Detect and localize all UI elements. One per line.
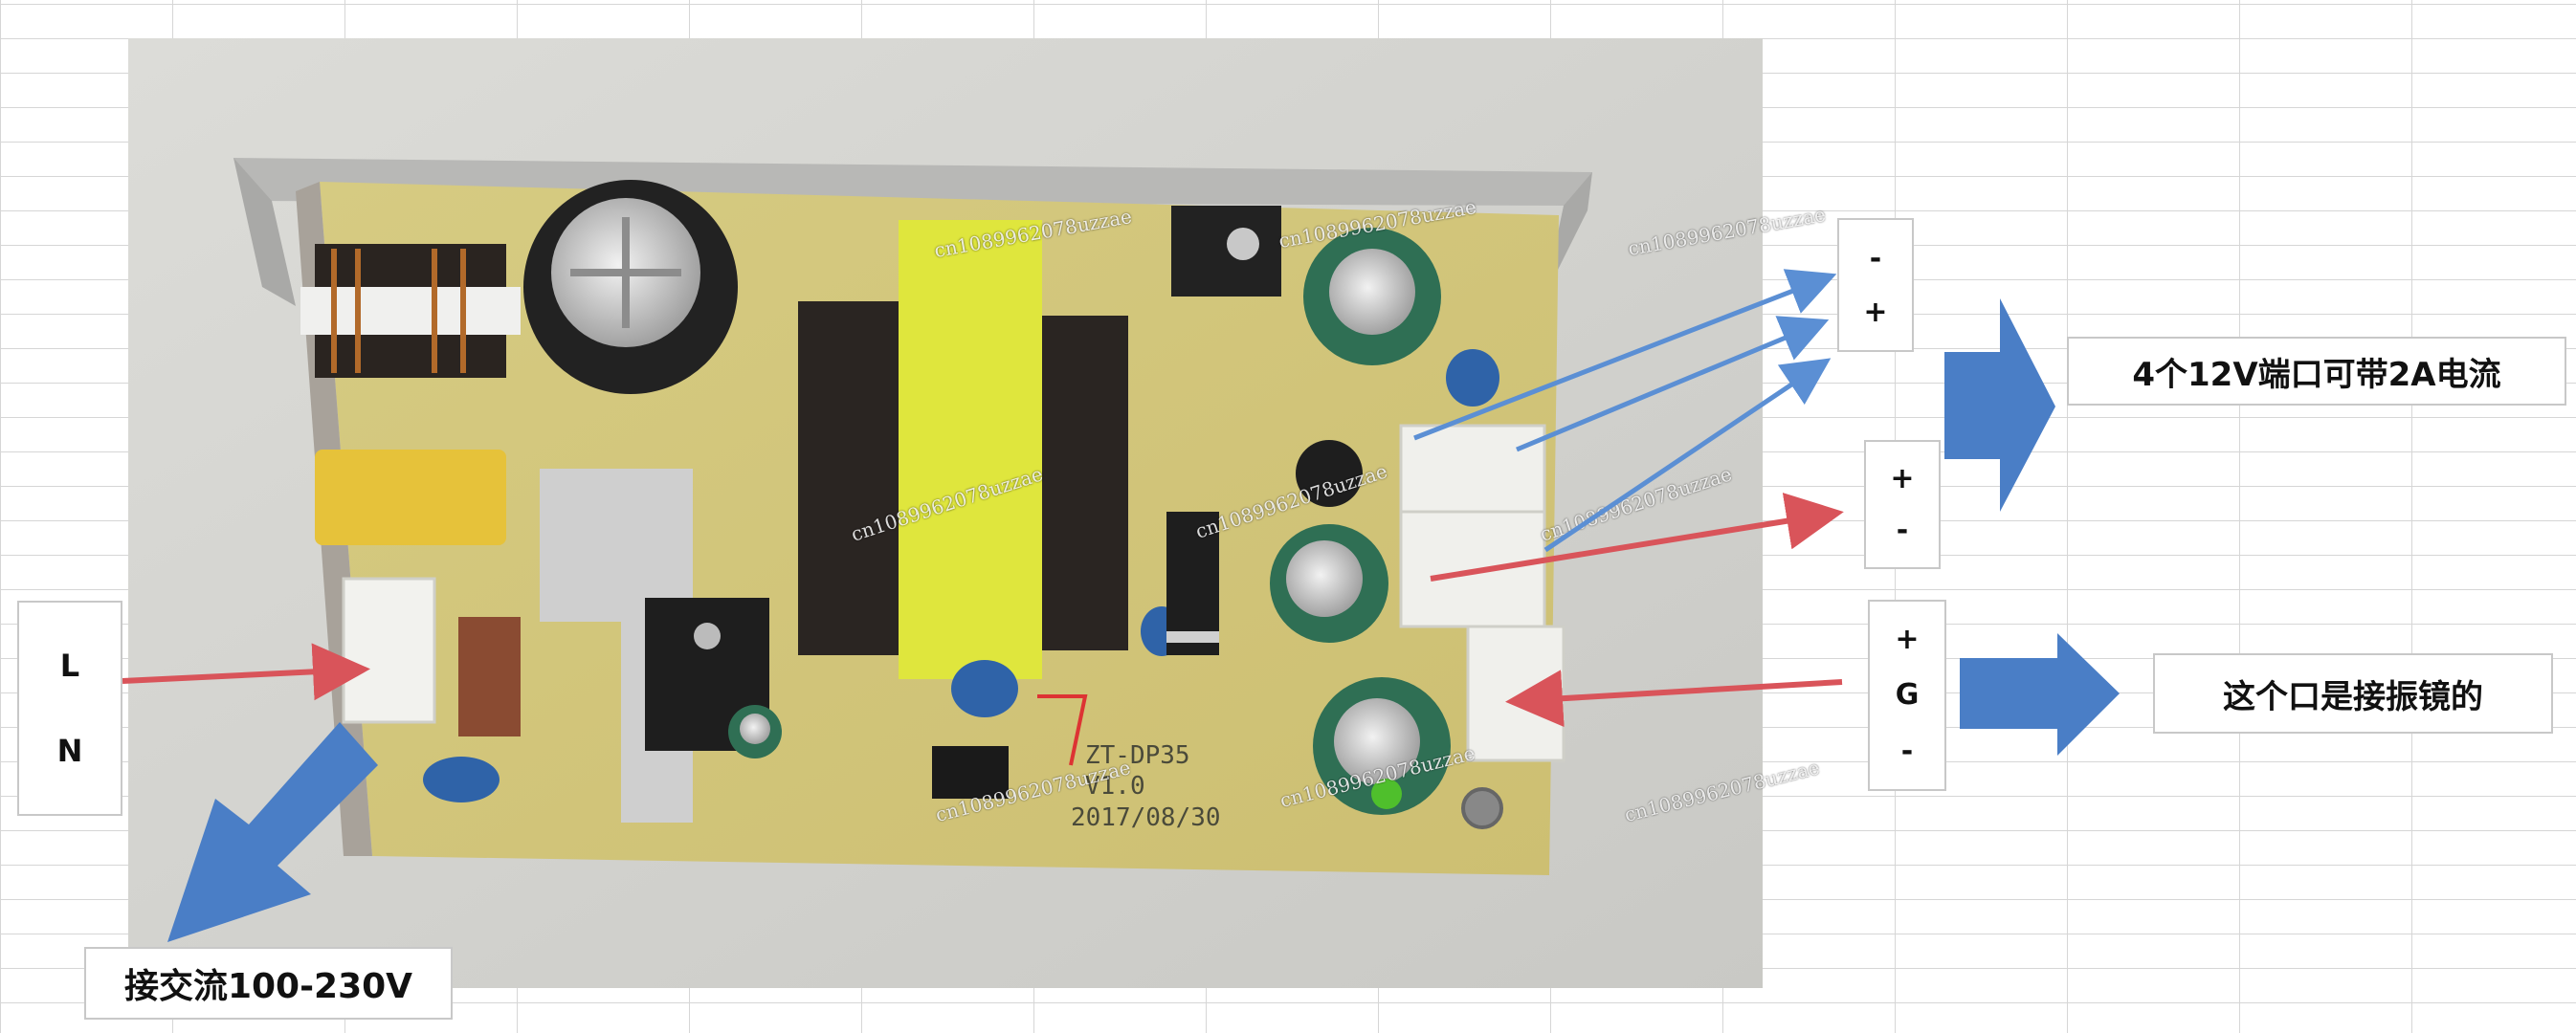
output-polarity-box-a: - + xyxy=(1837,218,1914,352)
polarity-plus-label: + xyxy=(1890,462,1915,496)
polarity-plus-label: + xyxy=(1895,622,1920,656)
big-arrow-galvo xyxy=(1960,633,2120,756)
ac-input-description: 接交流100-230V xyxy=(84,947,453,1020)
ac-terminal-label-box: L N xyxy=(17,601,122,816)
x-capacitor xyxy=(315,450,506,545)
transformer xyxy=(899,220,1042,679)
big-arrow-ac-input xyxy=(167,722,378,942)
red-arrow-port-b xyxy=(1430,493,1844,582)
blue-arrow-port-1 xyxy=(1413,269,1837,441)
board-date-text: 2017/08/30 xyxy=(1071,803,1221,832)
dc-ports-description: 4个12V端口可带2A电流 xyxy=(2067,337,2566,406)
board-version-text: V1.0 xyxy=(1085,772,1145,801)
power-supply-board-photo: ZT-DP35 V1.0 2017/08/30 xyxy=(128,38,1763,988)
galvo-polarity-box: + G - xyxy=(1868,600,1946,791)
big-arrow-dc-ports xyxy=(1944,298,2055,512)
output-polarity-box-b: + - xyxy=(1864,440,1941,569)
polarity-minus-label: - xyxy=(1900,735,1914,769)
terminal-l-label: L xyxy=(59,648,80,685)
blue-arrow-port-3 xyxy=(1543,358,1832,553)
polarity-minus-label: - xyxy=(1869,241,1882,275)
output-connector-a xyxy=(1399,424,1546,514)
polarity-minus-label: - xyxy=(1896,513,1909,547)
red-arrow-ac-input xyxy=(122,643,370,701)
polarity-ground-label: G xyxy=(1895,678,1920,713)
red-arrow-galvo xyxy=(1505,670,1843,728)
board-model-text: ZT-DP35 xyxy=(1085,741,1190,770)
polarity-plus-label: + xyxy=(1863,295,1888,329)
blue-arrow-port-2 xyxy=(1516,316,1830,452)
galvo-port-description: 这个口是接振镜的 xyxy=(2153,653,2553,734)
terminal-n-label: N xyxy=(56,732,83,769)
choke xyxy=(300,287,521,335)
